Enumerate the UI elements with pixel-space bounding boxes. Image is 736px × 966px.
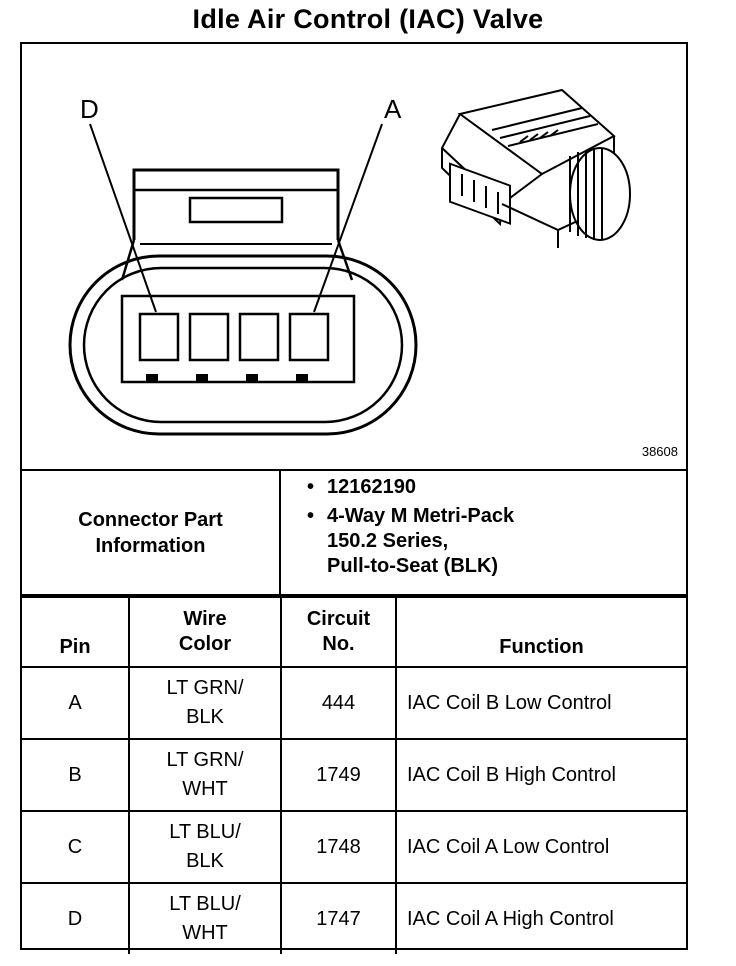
page-title: Idle Air Control (IAC) Valve [192, 4, 544, 34]
table-row: A LT GRN/BLK 444 IAC Coil B Low Control [22, 666, 686, 740]
pin-label-d: D [80, 94, 99, 124]
circuit-cell: 1749 [280, 738, 397, 812]
terminal-b [238, 312, 280, 362]
wire-color-cell: LT GRN/WHT [128, 738, 282, 812]
function-cell: IAC Coil A High Control [395, 882, 686, 954]
connector-info-item: 4-Way M Metri-Pack 150.2 Series, Pull-to… [281, 504, 686, 579]
connector-info-label-line2: Information [95, 534, 206, 557]
pin-label-a: A [384, 94, 402, 124]
table-row: B LT GRN/WHT 1749 IAC Coil B High Contro… [22, 738, 686, 812]
wire-color-cell: LT BLU/WHT [128, 882, 282, 954]
connector-info-label: Connector Part Information [22, 471, 281, 594]
connector-info-item: 12162190 [281, 475, 686, 500]
pin-cell: D [22, 882, 130, 954]
pin-cell: B [22, 738, 130, 812]
terminal-d [138, 312, 180, 362]
circuit-cell: 1748 [280, 810, 397, 884]
function-cell: IAC Coil A Low Control [395, 810, 686, 884]
terminal-c [188, 312, 230, 362]
figure-id: 38608 [641, 444, 678, 459]
circuit-cell: 1747 [280, 882, 397, 954]
table-row: D LT BLU/WHT 1747 IAC Coil A High Contro… [22, 882, 686, 954]
connector-info-row: Connector Part Information 12162190 4-Wa… [22, 471, 686, 596]
connector-info-list: 12162190 4-Way M Metri-Pack 150.2 Series… [281, 471, 686, 598]
table-row: C LT BLU/BLK 1748 IAC Coil A Low Control [22, 810, 686, 884]
pin-cell: C [22, 810, 130, 884]
function-cell: IAC Coil B High Control [395, 738, 686, 812]
wire-color-cell: LT BLU/BLK [128, 810, 282, 884]
connector-face-drawing: D A [68, 88, 631, 436]
connector-info-label-line1: Connector Part [78, 508, 223, 531]
connector-diagram: D A 38608 [22, 44, 686, 471]
header-pin: Pin [22, 596, 130, 668]
header-function: Function [395, 596, 686, 668]
wire-color-cell: LT GRN/BLK [128, 666, 282, 740]
circuit-cell: 444 [280, 666, 397, 740]
connector-perspective-illustration [440, 88, 631, 248]
connector-sheet: D A 38608 Connector Part Info [20, 42, 688, 954]
pin-cell: A [22, 666, 130, 740]
function-cell: IAC Coil B Low Control [395, 666, 686, 740]
terminal-a [288, 312, 330, 362]
